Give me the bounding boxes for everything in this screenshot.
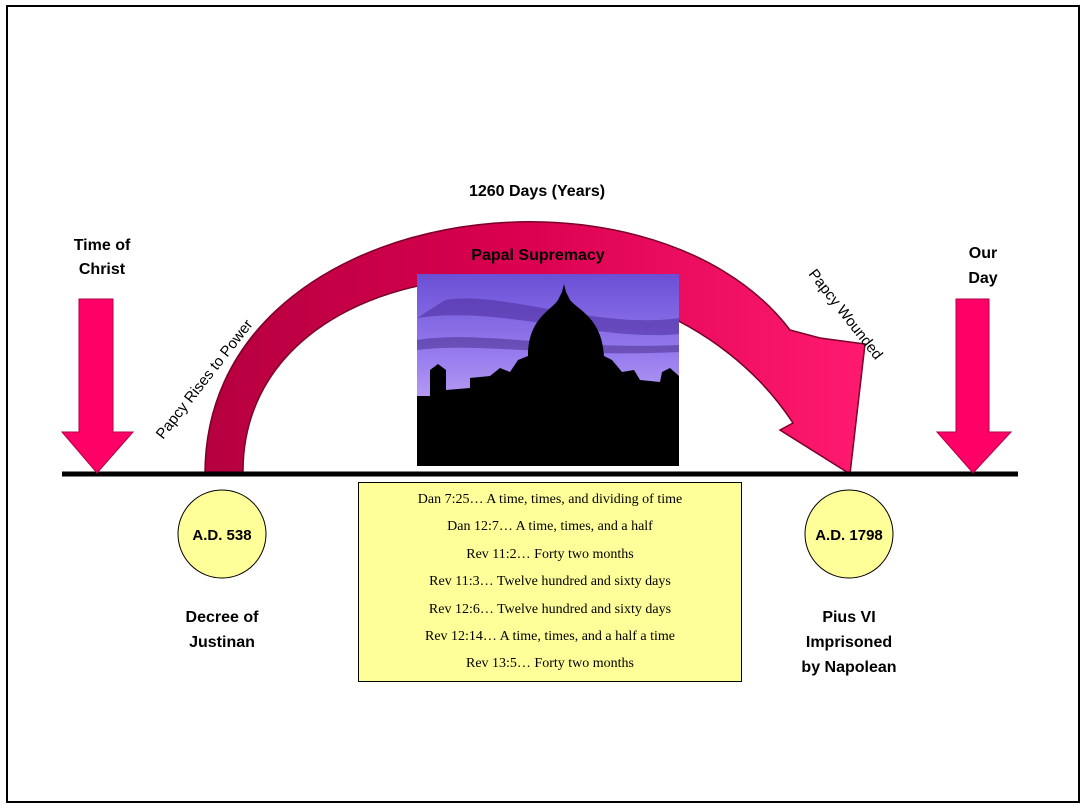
reference-line: Dan 7:25… A time, times, and dividing of… — [417, 492, 683, 507]
decree-of-justinan-label: Decree of Justinan — [186, 609, 260, 651]
end-event-line-2: Imprisoned — [806, 634, 892, 651]
diagram-title: 1260 Days (Years) — [469, 183, 605, 200]
circle-ad-1798 — [804, 489, 894, 579]
scripture-references-box: Dan 7:25… A time, times, and dividing of… — [358, 482, 742, 682]
pius-vi-label: Pius VI Imprisoned by Napolean — [801, 609, 896, 676]
our-day-text-2: Day — [968, 270, 997, 287]
reference-line: Rev 12:6… Twelve hundred and sixty days — [428, 601, 672, 617]
start-event-line-2: Justinan — [189, 634, 255, 651]
time-of-christ-text-1: Time of — [74, 237, 131, 254]
arrow-our-day — [935, 298, 1013, 474]
basilica-image — [417, 274, 679, 466]
year-ad-1798: A.D. 1798 — [815, 527, 883, 544]
reference-line: Dan 12:7… A time, times, and a half — [447, 519, 653, 535]
year-ad-538: A.D. 538 — [192, 527, 251, 544]
reference-line: Rev 11:3… Twelve hundred and sixty days — [429, 574, 671, 590]
start-event-line-1: Decree of — [186, 609, 260, 626]
time-of-christ-text-2: Christ — [79, 261, 126, 278]
reference-line: Rev 12:14… A time, times, and a half a t… — [424, 628, 675, 644]
time-of-christ-label: Time of Christ — [74, 237, 131, 278]
arrow-time-of-christ — [60, 298, 135, 474]
circle-ad-538 — [177, 489, 267, 579]
reference-line: Rev 11:2… Forty two months — [466, 546, 634, 562]
our-day-text-1: Our — [969, 245, 997, 262]
our-day-label: Our Day — [968, 245, 997, 287]
reference-line: Rev 13:5… Forty two months — [465, 656, 634, 672]
end-event-line-3: by Napolean — [801, 659, 896, 676]
end-event-line-1: Pius VI — [822, 609, 875, 626]
papal-supremacy-label: Papal Supremacy — [471, 247, 605, 264]
